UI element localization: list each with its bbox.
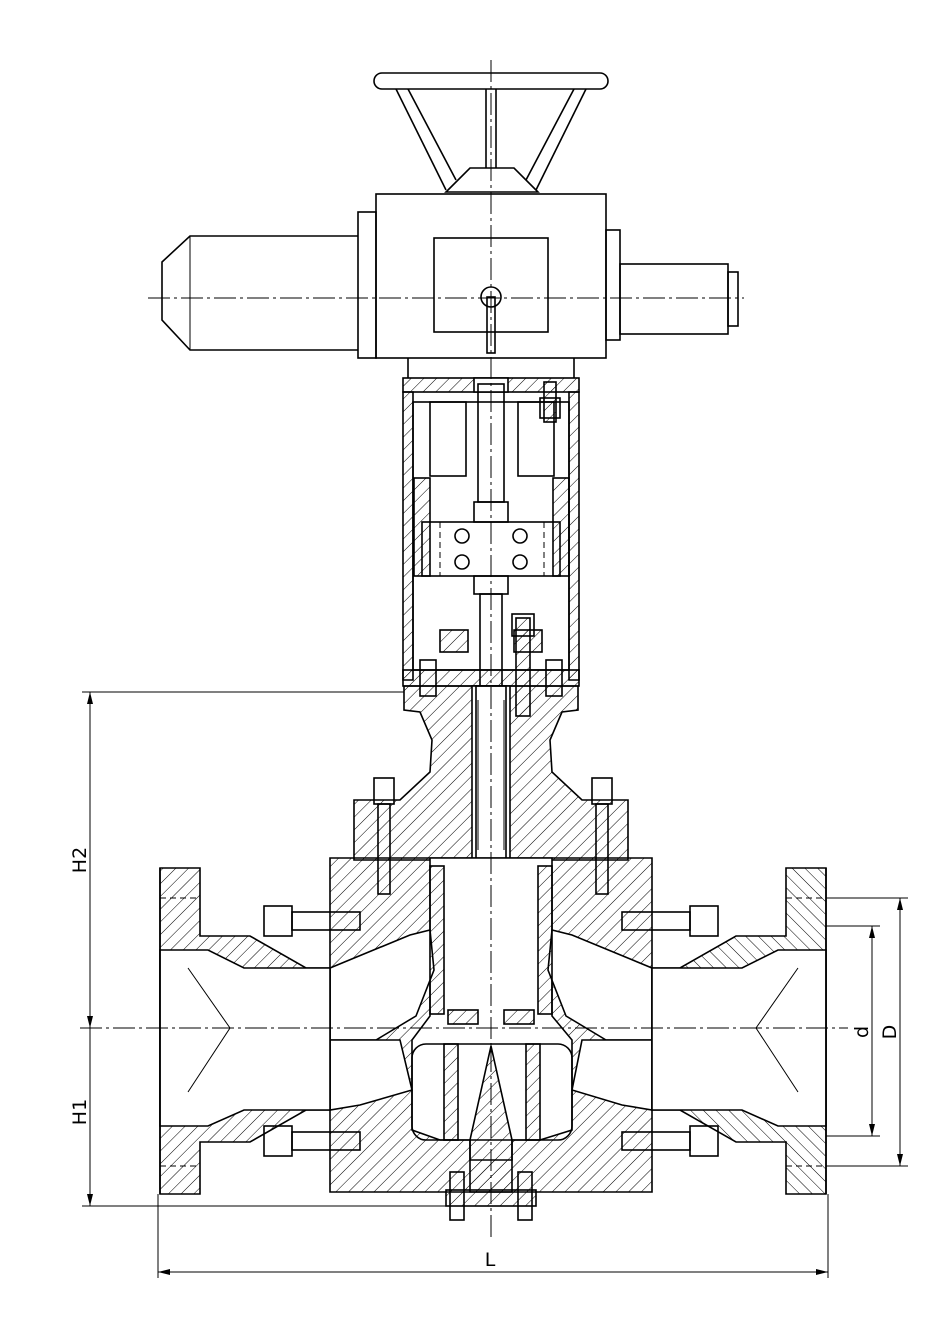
yoke bbox=[402, 377, 580, 687]
right-flange bbox=[651, 867, 827, 1195]
dimensions bbox=[82, 691, 908, 1278]
left-flange bbox=[159, 867, 331, 1195]
dim-label-l: L bbox=[485, 1249, 496, 1271]
center-lines bbox=[80, 60, 848, 1240]
actuator bbox=[161, 193, 739, 378]
dim-label-h1: H1 bbox=[69, 1099, 91, 1125]
dim-label-D: D bbox=[879, 1025, 901, 1040]
dim-label-d: d bbox=[851, 1026, 873, 1038]
body-bolts bbox=[263, 777, 719, 1221]
dim-label-h2: H2 bbox=[69, 847, 91, 873]
